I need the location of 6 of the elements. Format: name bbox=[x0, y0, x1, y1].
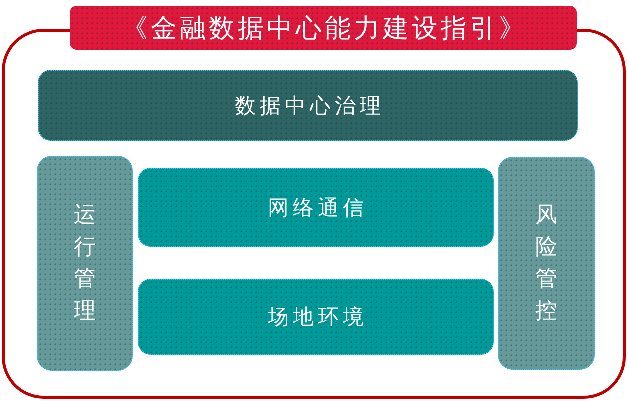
side-box: 风险管控 bbox=[498, 157, 595, 370]
title-banner: 《金融数据中心能力建设指引》 bbox=[70, 6, 577, 50]
heading-band: 数据中心治理 bbox=[38, 70, 578, 141]
rounded-box: 场地环境 bbox=[138, 279, 494, 355]
side-box: 运行管理 bbox=[37, 156, 133, 371]
rounded-box: 网络通信 bbox=[138, 168, 494, 247]
